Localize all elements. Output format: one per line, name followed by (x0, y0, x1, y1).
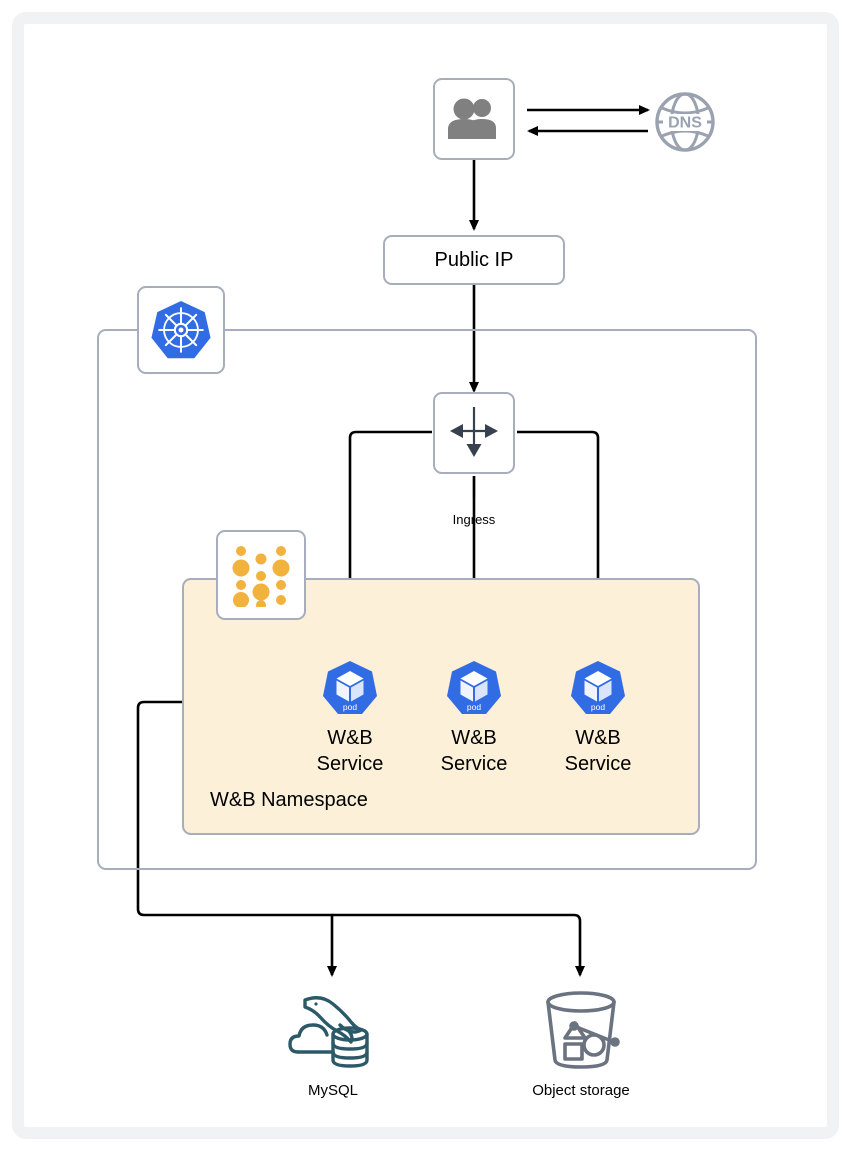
users-icon (448, 98, 496, 139)
wandb-service-3[interactable]: pod (570, 660, 626, 716)
kubernetes-icon (151, 300, 211, 359)
ingress-four-way-arrow-icon (450, 407, 498, 457)
pod-label: pod (343, 702, 357, 712)
object-storage-bucket-icon (546, 991, 620, 1069)
users-node[interactable] (433, 78, 515, 160)
mysql-node[interactable] (288, 990, 380, 1068)
namespace-badge[interactable] (216, 530, 306, 620)
public-ip-label: Public IP (434, 248, 514, 271)
dns-label: DNS (668, 115, 702, 132)
ingress-label: Ingress (452, 512, 496, 527)
pod-icon: pod (323, 661, 377, 714)
object-storage-label: Object storage (532, 1082, 630, 1099)
public-ip-node[interactable]: Public IP (383, 235, 565, 285)
dns-globe-icon: DNS (655, 92, 715, 152)
pod-icon: pod (571, 661, 625, 714)
wandb-service-1[interactable]: pod (322, 660, 378, 716)
kubernetes-cluster-box (97, 329, 757, 870)
pod-label: pod (591, 702, 605, 712)
wandb-service-1-label: W&B Service (316, 727, 384, 775)
wandb-service-3-label: W&B Service (564, 727, 632, 775)
mysql-label: MySQL (307, 1082, 358, 1099)
kubernetes-cluster-badge[interactable] (137, 286, 225, 374)
wandb-service-2-label: W&B Service (440, 727, 508, 775)
mysql-dolphin-icon (288, 996, 369, 1068)
pod-label: pod (467, 702, 481, 712)
object-storage-node[interactable] (536, 990, 626, 1070)
wandb-service-2[interactable]: pod (446, 660, 502, 716)
ingress-node[interactable] (433, 392, 515, 474)
namespace-label: W&B Namespace (210, 789, 368, 811)
dns-node[interactable]: DNS (653, 90, 717, 154)
namespace-dots-icon (232, 546, 290, 607)
pod-icon: pod (447, 661, 501, 714)
